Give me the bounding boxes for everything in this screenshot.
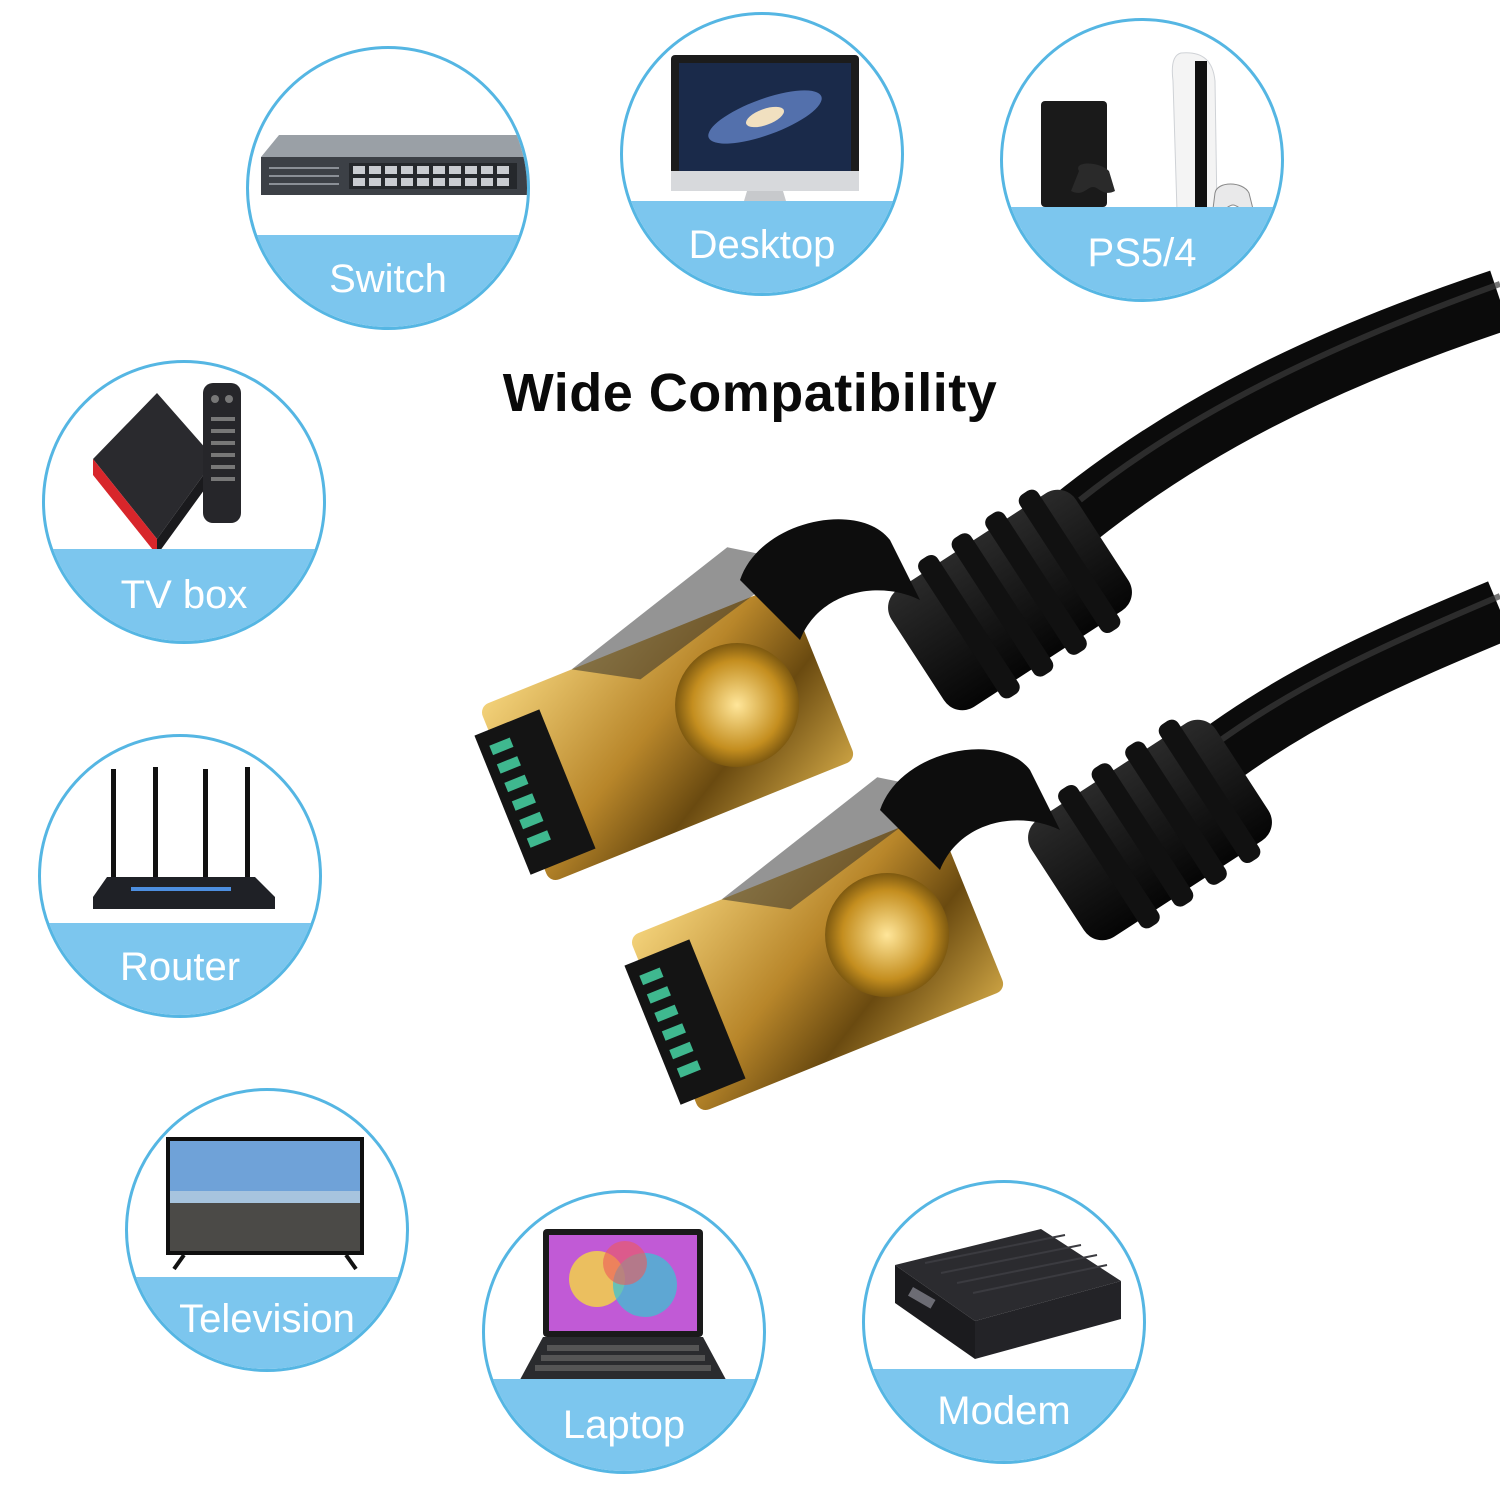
label-band [485,1379,763,1471]
device-label: Laptop [562,1403,686,1447]
label-band [45,549,323,641]
game-console-icon [1041,52,1254,212]
tv-box-icon [93,383,241,555]
device-label: Router [119,945,241,989]
tv-box-badge: TV box [42,360,326,644]
label-band [1003,207,1281,299]
upper-cable [474,270,1500,880]
label-band [249,235,527,327]
laptop-icon [515,1229,731,1393]
device-label: Television [179,1297,355,1341]
label-band [41,923,319,1015]
device-label: PS5/4 [1087,231,1197,275]
laptop-badge: Laptop [482,1190,766,1474]
modem-icon [895,1229,1121,1359]
router-badge: Router [38,734,322,1018]
modem-badge: Modem [862,1180,1146,1464]
television-badge: Television [125,1088,409,1372]
switch-badge: Switch [246,46,530,330]
network-switch-icon [261,135,527,195]
console-badge: PS5/4 [1000,18,1284,302]
label-band [128,1277,406,1369]
desktop-badge: Desktop [620,12,904,296]
router-icon [93,767,275,909]
desktop-computer-icon [671,55,859,211]
television-icon [166,1137,364,1271]
device-label: Switch [329,257,447,301]
headline: Wide Compatibility [502,363,998,423]
label-band [623,201,901,293]
device-label: TV box [120,573,248,617]
lower-cable [624,581,1500,1110]
label-band [865,1369,1143,1461]
device-label: Modem [937,1389,1071,1433]
device-label: Desktop [688,223,836,267]
